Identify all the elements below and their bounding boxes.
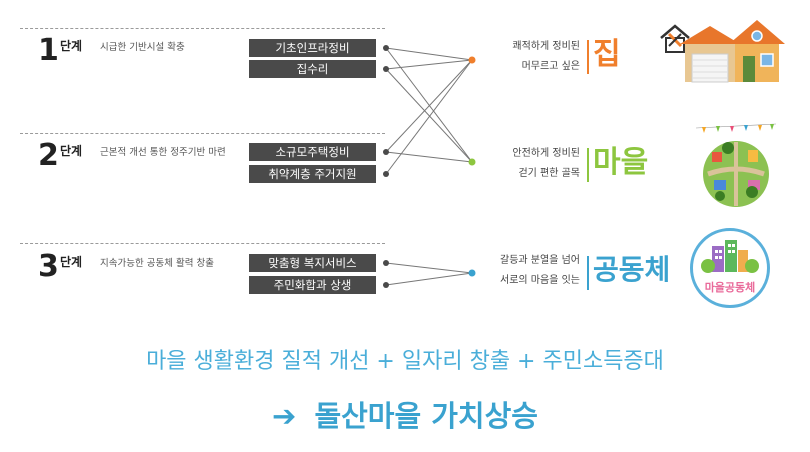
goal-village-line2: 걷기 편한 골목 [518,165,580,183]
goal-village-line1: 안전하게 정비된 [512,145,580,163]
goal-village-title: 마을 [593,148,648,178]
community-logo: 마을공동체 [690,228,770,308]
connector-3a-community [386,263,472,273]
house-illustration [655,8,785,83]
goal-node-village [469,159,476,166]
node-2b [383,171,389,177]
goal-home-title: 집 [593,40,621,70]
connector-1b-village [386,69,472,162]
connector-1a-village [386,48,472,162]
village-illustration [690,118,782,210]
community-logo-buildings [690,228,770,308]
tools-icon [661,26,689,52]
connector-3b-community [386,273,472,285]
conclusion: ➔ 돌산마을 가치상승 [0,393,810,435]
goal-community-bar [587,256,589,290]
goal-home-bar [587,40,589,74]
goal-home-line1: 쾌적하게 정비된 [512,38,580,56]
community-logo-text: 마을공동체 [693,279,767,295]
summary-line: 마을 생활환경 질적 개선 + 일자리 창출 + 주민소득증대 [0,343,810,375]
arrow-right-icon: ➔ [272,399,296,433]
goal-node-home [469,57,476,64]
node-3b [383,282,389,288]
node-2a [383,149,389,155]
goal-community-line2: 서로의 마음을 잇는 [500,272,580,290]
goal-community-title: 공동체 [593,256,670,284]
node-3a [383,260,389,266]
node-1b [383,66,389,72]
goal-home-line2: 머무르고 싶은 [522,58,580,76]
goal-node-community [469,270,476,277]
connector-1a-home [386,48,472,60]
goal-community-line1: 갈등과 분열을 넘어 [500,252,580,270]
conclusion-text: 돌산마을 가치상승 [314,399,538,433]
goal-village-bar [587,148,589,182]
node-1a [383,45,389,51]
connector-2a-home [386,60,472,152]
